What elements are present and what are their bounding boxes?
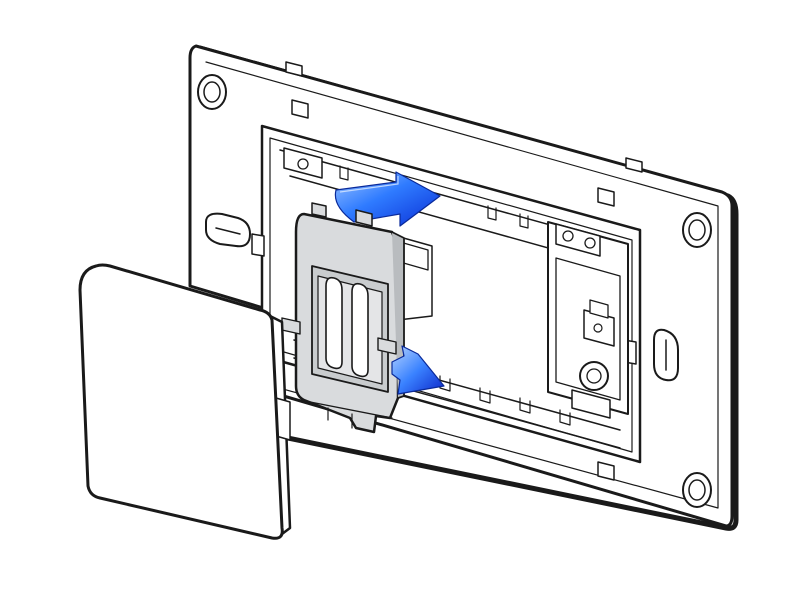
slot-hole-left	[205, 212, 251, 248]
insert-arrow-bottom	[391, 345, 445, 395]
rocker-key	[78, 263, 292, 540]
slot-hole-right	[653, 328, 679, 382]
screw-hole-right-top	[682, 212, 712, 248]
screw-hole-top-left	[197, 74, 227, 110]
screw-hole-right-bottom	[682, 472, 712, 508]
socket-module	[547, 221, 629, 419]
switch-module	[281, 202, 433, 434]
